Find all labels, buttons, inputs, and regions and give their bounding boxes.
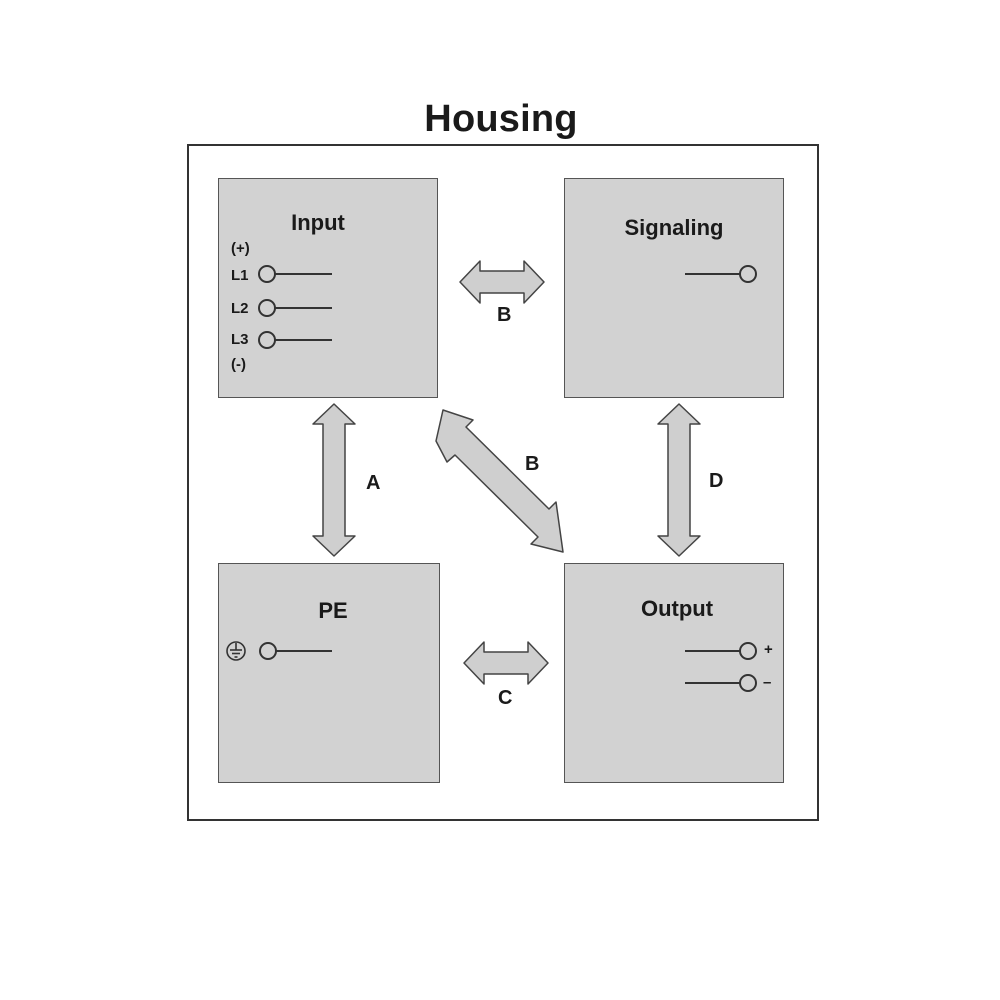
connection-label-input-signaling: B: [497, 304, 512, 326]
connection-label-input-output: B: [525, 453, 540, 475]
housing-frame: [187, 144, 819, 821]
input-terminal-l1-label: L1: [231, 267, 249, 284]
output-title: Output: [640, 596, 714, 621]
input-terminal-minus-label: (-): [231, 356, 246, 373]
output-block: Output + –: [564, 563, 784, 783]
pe-block: PE: [218, 563, 440, 783]
signaling-block: Signaling: [564, 178, 784, 398]
input-terminal-l3-label: L3: [231, 331, 249, 348]
output-minus-label: –: [763, 674, 772, 691]
input-terminal-l2-label: L2: [231, 300, 249, 317]
input-terminal-plus-label: (+): [231, 240, 250, 257]
pe-title: PE: [318, 598, 348, 623]
connection-label-input-pe: A: [366, 472, 381, 494]
input-block: Input (+) L1 L2 L3 (-): [218, 178, 438, 398]
connection-label-pe-output: C: [498, 687, 513, 709]
signaling-title: Signaling: [624, 215, 724, 240]
connection-label-signaling-output: D: [709, 470, 724, 492]
input-title: Input: [291, 210, 345, 235]
housing-title: Housing: [424, 98, 578, 140]
output-plus-label: +: [764, 641, 773, 658]
